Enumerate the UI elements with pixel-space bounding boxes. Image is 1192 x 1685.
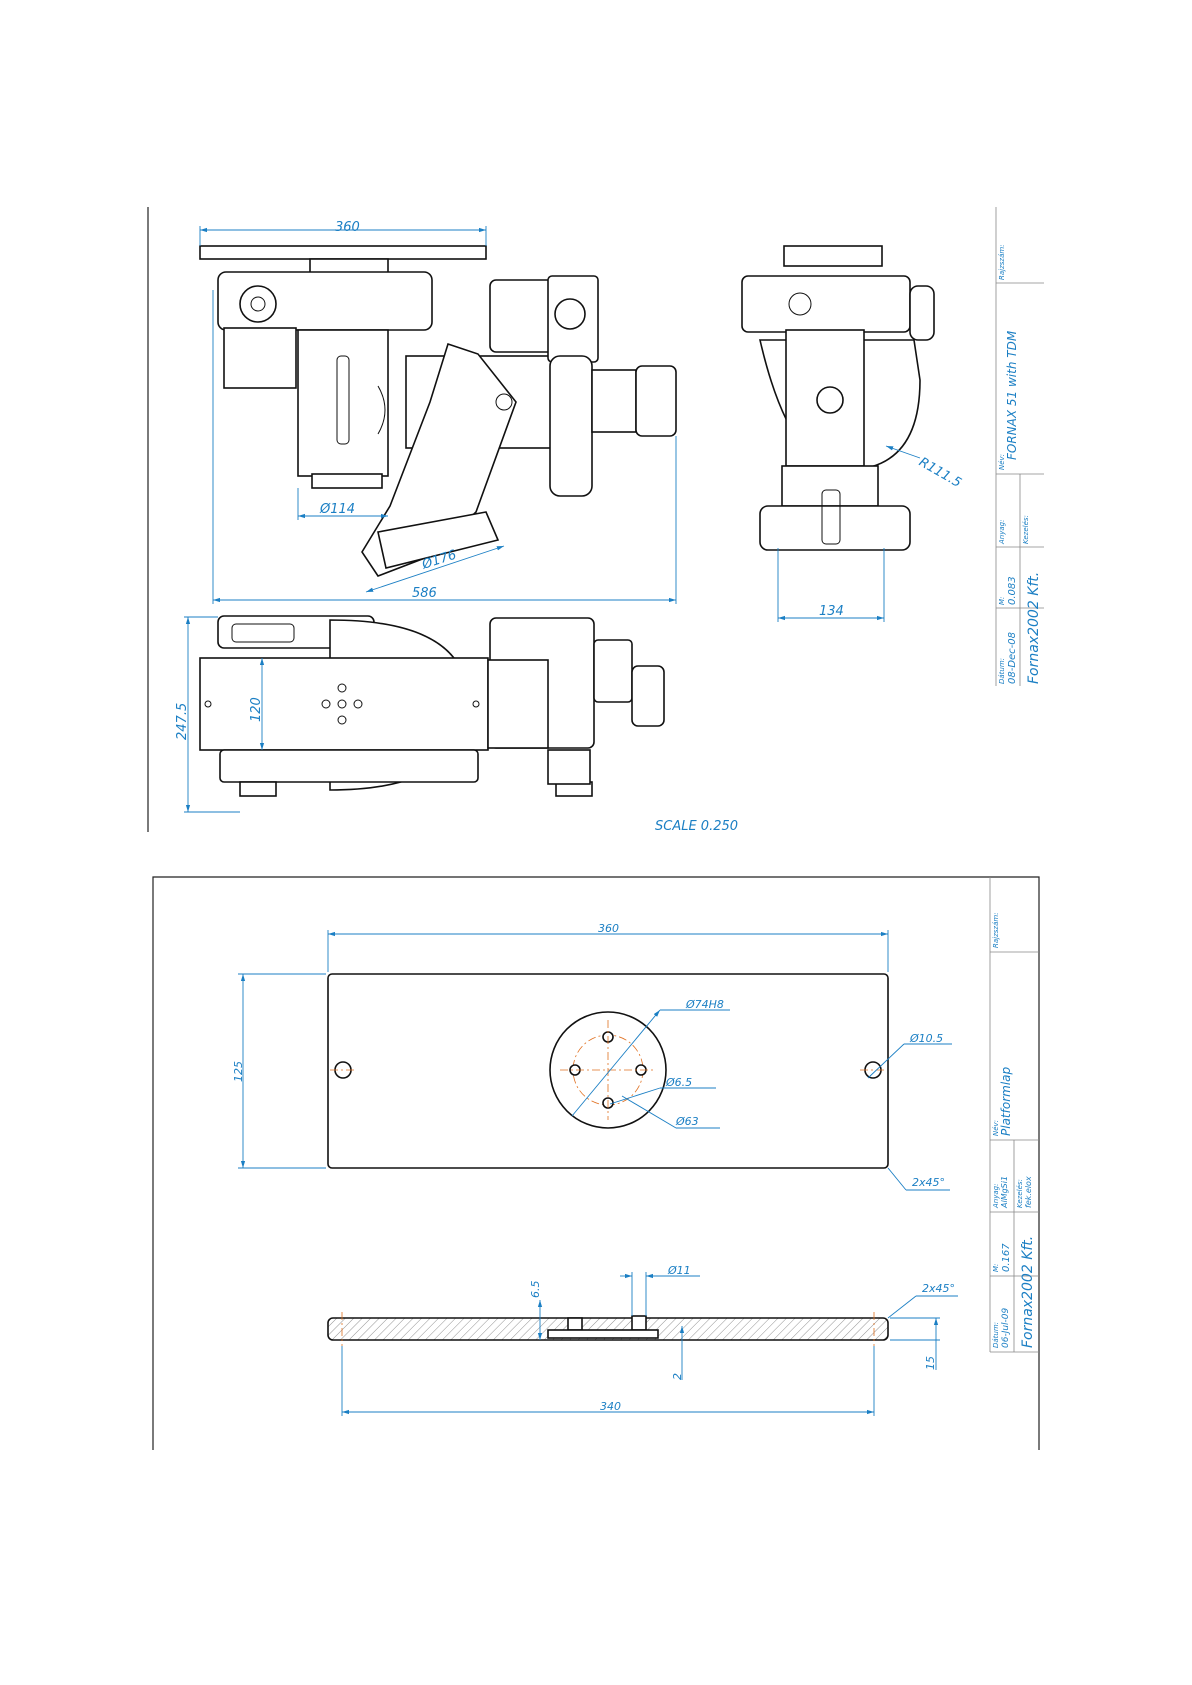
column-base [311,473,383,489]
knob-left-center [250,296,266,312]
column-slot [336,355,350,445]
tb1-date: 08-Dec-08 [1007,632,1018,684]
dim-col-diameter: Ø114 [319,502,355,517]
dim2-thickness: 15 [924,1356,937,1370]
title-block-2: Rajzszám: Név: Platformlap Anyag: AlMgSi… [989,877,1039,1353]
tb2-name: Platformlap [999,1066,1013,1136]
side-upper-housing [741,275,911,333]
bore-recess [547,1329,659,1339]
tb2-scale: 0.167 [1001,1243,1012,1272]
ra-endcap [635,365,677,437]
dim2-small-hole: Ø6.5 [665,1076,692,1089]
tb1-rajzszam-label: Rajzszám: [998,244,1006,280]
section-view-dimensions: Ø11 6.5 2x45° 2 15 340 [341,1264,958,1416]
tb1-nev-label: Név: [998,454,1006,470]
dim-plate-width: 360 [335,220,360,235]
tb2-rajzszam-label: Rajzszám: [992,912,1000,948]
tb2-anyag-label: Anyag: [992,1184,1000,1209]
arm-bolt [495,393,513,411]
side-knob-center [816,386,844,414]
dim2-depth: 6.5 [529,1281,542,1299]
motor-box-left [223,327,297,389]
top-plate [199,245,487,260]
tb2-treatment: fek.elox [1024,1176,1033,1208]
side-knob [909,285,935,341]
side-latch [821,489,841,545]
tb1-company: Fornax2002 Kft. [1026,572,1042,684]
side-plate [783,245,883,267]
side-foot [759,505,911,551]
tb1-name: FORNAX 51 with TDM [1005,330,1019,460]
dim-radius: R111.5 [916,455,964,491]
tb2-m-label: M: [992,1264,1000,1272]
sheet-1: 360 Ø114 Ø176 586 R111 [147,207,1044,834]
top-gear-body [487,659,549,749]
knob-left [239,285,277,323]
dim2-plate-width: 360 [598,922,619,935]
side-base [781,465,879,507]
tb1-anyag-label: Anyag: [998,520,1006,545]
ra-disc [549,355,593,497]
top-label-plate [231,623,295,643]
tb2-date: 06-Jul-09 [1001,1307,1011,1348]
top-gear-base [547,749,591,785]
side-cap [788,292,812,316]
shaft-collar [377,385,386,435]
top-endcap [631,665,665,727]
dim2-chamfer-top: 2x45° [912,1176,945,1189]
top-view [199,615,665,797]
tb2-datum-label: Dátum: [992,1322,1000,1348]
pin-left [567,1317,583,1331]
plate-section [327,1317,889,1341]
dim-plate-depth: 120 [249,697,264,722]
title-block-1: Rajzszám: Név: FORNAX 51 with TDM Anyag:… [995,207,1044,686]
top-foot-left [239,781,277,797]
tb2-material: AlMgSi1 [1000,1176,1009,1209]
dim-side-width: 134 [819,604,844,619]
tb1-kezeles-label: Kezelés: [1022,515,1030,544]
plan-view-dimensions: 360 125 Ø74H8 Ø10.5 Ø6.5 Ø63 2x45° [232,922,952,1191]
plan-view [327,973,889,1169]
top-motor [593,639,633,703]
sheet-2: 360 125 Ø74H8 Ø10.5 Ø6.5 Ø63 2x45° [152,876,1040,1450]
knob-right [554,298,586,330]
dim-overall-height: 247.5 [175,703,190,740]
front-view-dimensions: 360 Ø114 Ø176 586 [199,220,677,604]
tb2-kezeles-label: Kezelés: [1016,1179,1024,1208]
section-view [327,1312,889,1346]
dim2-step: 2 [671,1373,684,1380]
dim2-chamfer-side: 2x45° [922,1282,955,1295]
dim2-hole-spacing: 340 [600,1400,621,1413]
top-lower-body [219,749,479,783]
tb1-datum-label: Dátum: [998,658,1006,684]
top-view-dimensions: 247.5 120 [175,616,265,813]
dim2-bore: Ø74H8 [685,998,724,1011]
tb1-m-label: M: [998,597,1006,605]
dim2-plate-height: 125 [232,1061,245,1082]
scale-label: SCALE 0.250 [655,819,738,834]
dim2-pcd: Ø63 [675,1115,699,1128]
dim2-pin: Ø11 [667,1264,691,1277]
pin-right [631,1315,647,1331]
dec-column [297,329,389,477]
side-view [741,245,935,551]
top-plate-view [199,657,489,751]
dim2-hole: Ø10.5 [909,1032,943,1045]
tb2-company: Fornax2002 Kft. [1020,1236,1036,1348]
tb1-scale: 0.083 [1007,576,1018,605]
dim-overall-length: 586 [412,586,437,601]
front-view [199,245,677,577]
side-column [785,329,865,467]
sheet2-border [152,876,1040,1450]
tb2-nev-label: Név: [992,1120,1000,1136]
ra-bearing [591,369,637,433]
